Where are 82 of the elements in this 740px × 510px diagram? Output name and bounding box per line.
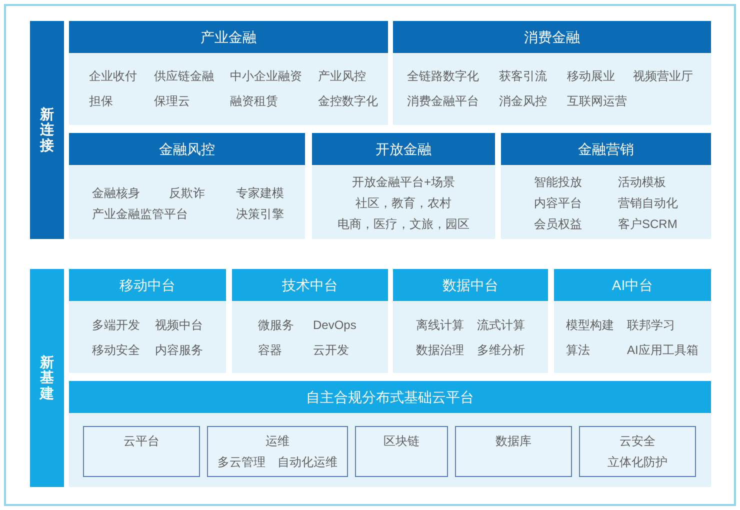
section-bar — [30, 21, 64, 239]
feature-label: 消费金融平台 — [407, 93, 479, 109]
feature-label: 内容平台 — [534, 195, 582, 211]
feature-label: 移动展业 — [567, 68, 615, 84]
feature-label: 开放金融平台+场景 — [350, 174, 456, 190]
panel-header: 移动中台 — [69, 269, 226, 301]
feature-label: 活动模板 — [618, 174, 666, 190]
feature-label: 多维分析 — [477, 342, 525, 358]
feature-label: 离线计算 — [416, 317, 464, 333]
feature-label: 供应链金融 — [154, 68, 214, 84]
feature-label: 金控数字化 — [318, 93, 378, 109]
feature-label: 内容服务 — [155, 342, 203, 358]
category-panel — [232, 269, 388, 373]
module-title: 数据库 — [494, 433, 532, 449]
feature-label: 融资租赁 — [230, 93, 278, 109]
feature-label: 会员权益 — [534, 216, 582, 232]
feature-label: 流式计算 — [477, 317, 525, 333]
module-box — [455, 426, 572, 477]
feature-label: 获客引流 — [499, 68, 547, 84]
feature-label: 云开发 — [313, 342, 349, 358]
feature-label: 反欺诈 — [169, 185, 205, 201]
feature-label: 算法 — [566, 342, 590, 358]
feature-label: 模型构建 — [566, 317, 614, 333]
feature-label: AI应用工具箱 — [627, 342, 698, 358]
feature-label: 智能投放 — [534, 174, 582, 190]
category-panel — [312, 133, 495, 239]
category-panel — [69, 133, 305, 239]
feature-label: 产业金融监管平台 — [92, 206, 188, 222]
module-box — [83, 426, 200, 477]
feature-label: 企业收付 — [89, 68, 137, 84]
feature-label: 消金风控 — [499, 93, 547, 109]
module-item: 自动化运维 — [278, 454, 338, 470]
feature-label: 电商，医疗，文旅，园区 — [336, 216, 470, 232]
section-label: 新连接 — [40, 106, 54, 154]
feature-label: 产业风控 — [318, 68, 366, 84]
feature-label: 营销自动化 — [618, 195, 678, 211]
feature-label: 决策引擎 — [236, 206, 284, 222]
feature-label: 担保 — [89, 93, 113, 109]
feature-label: 全链路数字化 — [407, 68, 479, 84]
module-title: 云平台 — [122, 433, 160, 449]
feature-label: 专家建模 — [236, 185, 284, 201]
feature-label: 中小企业融资 — [230, 68, 302, 84]
panel-header: 开放金融 — [312, 133, 495, 165]
feature-label: 社区，教育，农村 — [354, 195, 452, 211]
category-panel — [393, 21, 711, 125]
category-panel — [393, 269, 548, 373]
feature-label: 客户SCRM — [618, 216, 678, 232]
section-label: 新基建 — [40, 354, 54, 402]
feature-label: 金融核身 — [92, 185, 140, 201]
panel-header: 数据中台 — [393, 269, 548, 301]
panel-header: 技术中台 — [232, 269, 388, 301]
section-bar — [30, 269, 64, 487]
feature-label: 多端开发 — [92, 317, 140, 333]
category-panel — [554, 269, 711, 373]
panel-header: 消费金融 — [393, 21, 711, 53]
category-panel — [69, 21, 388, 125]
feature-label: 联邦学习 — [627, 317, 675, 333]
category-panel — [69, 381, 711, 487]
feature-label: 数据治理 — [416, 342, 464, 358]
category-panel — [69, 269, 226, 373]
panel-header: AI中台 — [554, 269, 711, 301]
feature-label: 保理云 — [154, 93, 190, 109]
feature-label: 互联网运营 — [567, 93, 627, 109]
feature-label: 微服务 — [258, 317, 294, 333]
feature-label: DevOps — [313, 317, 356, 333]
module-box — [355, 426, 448, 477]
feature-label: 视频营业厅 — [633, 68, 693, 84]
panel-header: 产业金融 — [69, 21, 388, 53]
feature-label: 视频中台 — [155, 317, 203, 333]
feature-label: 容器 — [258, 342, 282, 358]
module-item: 立体化防护 — [608, 454, 668, 470]
category-panel — [501, 133, 711, 239]
module-title: 运维 — [264, 433, 290, 449]
module-box — [207, 426, 348, 477]
feature-label: 移动安全 — [92, 342, 140, 358]
module-item: 多云管理 — [218, 454, 266, 470]
module-title: 云安全 — [618, 433, 656, 449]
module-title: 区块链 — [382, 433, 420, 449]
panel-header: 自主合规分布式基础云平台 — [69, 381, 711, 413]
module-box — [579, 426, 696, 477]
panel-header: 金融营销 — [501, 133, 711, 165]
panel-header: 金融风控 — [69, 133, 305, 165]
